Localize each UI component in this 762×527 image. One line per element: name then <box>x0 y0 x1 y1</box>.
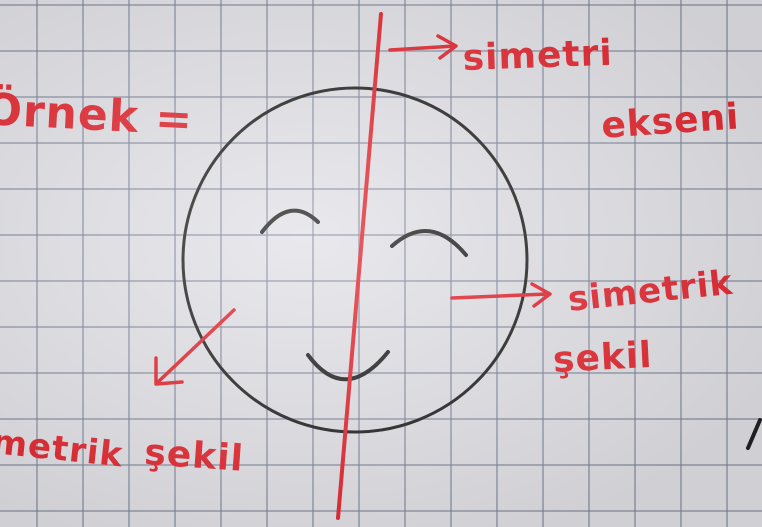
edge-mark <box>746 418 762 450</box>
left-shape-label-line2: şekil <box>143 432 246 480</box>
left-eye <box>260 208 320 234</box>
right-shape-label-line2: şekil <box>552 334 654 381</box>
axis-label-line1: simetri <box>462 32 614 79</box>
face-circle <box>181 86 529 434</box>
right-eye <box>390 229 468 257</box>
example-label: Örnek = <box>0 84 195 146</box>
axis-label-arrow <box>388 34 458 60</box>
left-half-arrow <box>154 308 236 386</box>
smile <box>306 350 390 382</box>
symmetry-axis-line <box>336 12 383 520</box>
right-half-arrow <box>450 282 552 308</box>
